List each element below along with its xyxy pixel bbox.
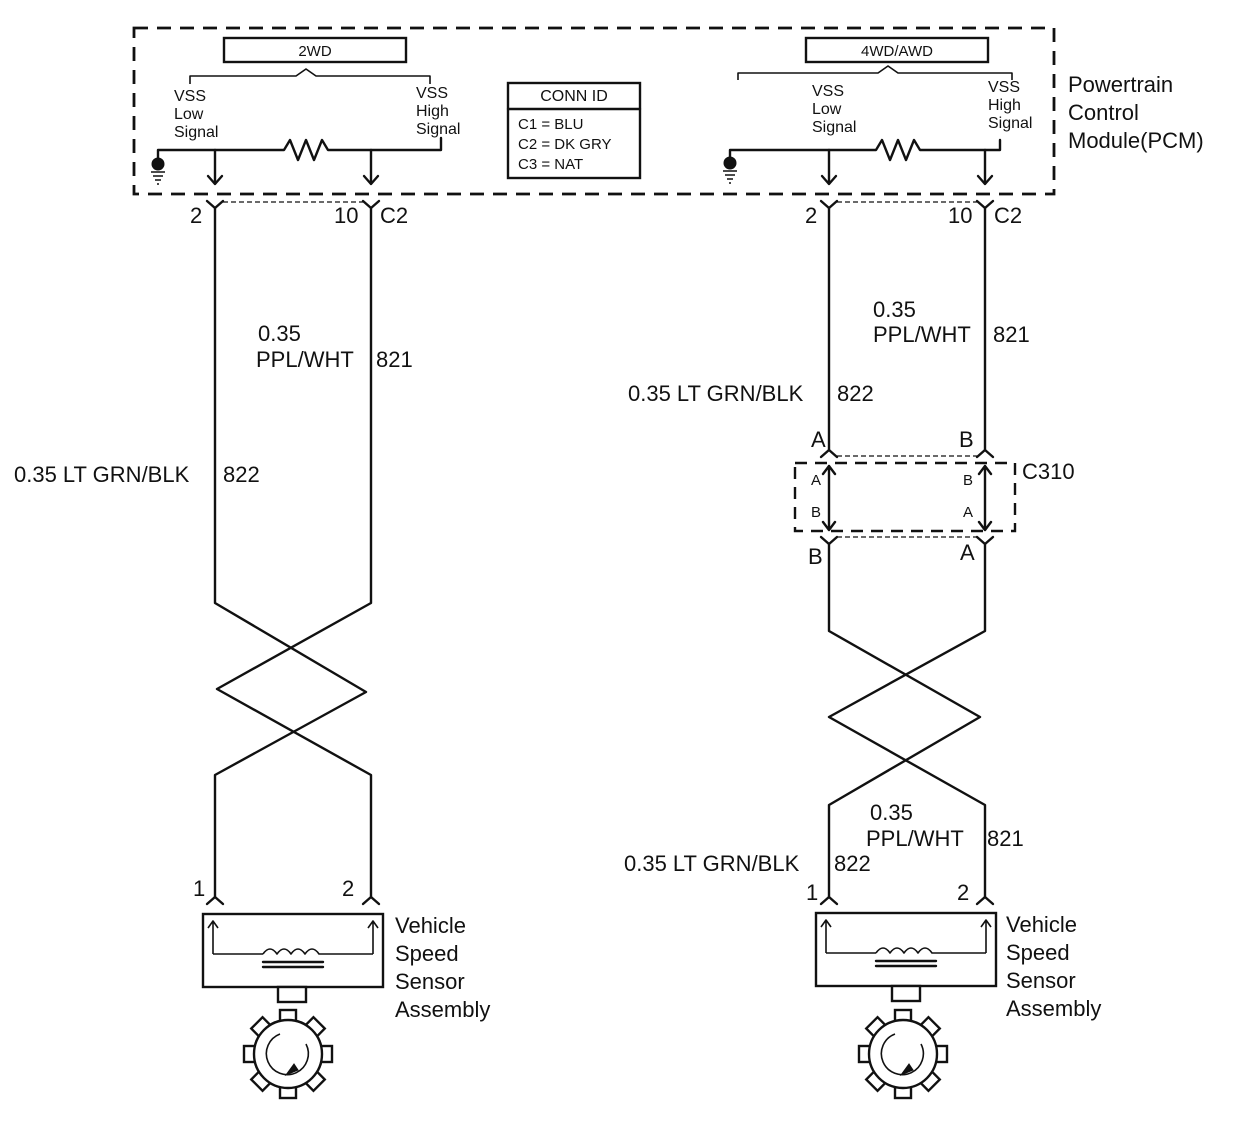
- wire-821-size-bottom-4wd: 0.35: [870, 800, 913, 825]
- sensor-pin-2-2wd: 2: [342, 876, 354, 901]
- wire-822-circuit-top-4wd: 822: [837, 381, 874, 406]
- c310-inner-right-bottom: A: [963, 504, 973, 521]
- ground-icon: [151, 157, 165, 171]
- pin-high-4wd: 10: [948, 203, 972, 228]
- wire-822-label-bottom-4wd: 0.35 LT GRN/BLK: [624, 851, 800, 876]
- vss-low-label-line-2: Low: [174, 106, 204, 123]
- wire-821-color-top-4wd: PPL/WHT: [873, 322, 971, 347]
- wire-821-circuit-2wd: 821: [376, 347, 413, 372]
- vss-low-label-line-1: VSS: [174, 88, 206, 105]
- wire-822-circuit-bottom-4wd: 822: [834, 851, 871, 876]
- c310-inner-right-top: B: [963, 472, 973, 489]
- connector-name-4wd: C2: [994, 203, 1022, 228]
- wire-821-color-bottom-4wd: PPL/WHT: [866, 826, 964, 851]
- vss-low-label-line-3-4wd: Signal: [812, 119, 856, 136]
- sensor-name-line-3-2wd: Sensor: [395, 969, 465, 994]
- pcm-internal-circuit-2wd: [156, 136, 443, 162]
- wire-821-circuit-top-4wd: 821: [993, 322, 1030, 347]
- variant-label-2wd: 2WD: [298, 43, 332, 60]
- vss-high-label-line-1-4wd: VSS: [988, 79, 1020, 96]
- reluctor-wheel-icon: [242, 1008, 334, 1100]
- variant-label-box-4wd: [804, 36, 990, 64]
- vss-high-label-line-3: Signal: [416, 121, 460, 138]
- sensor-coil-icon-4wd: [875, 947, 936, 954]
- ground-icon-4wd: [723, 156, 737, 170]
- reluctor-wheel-icon-4wd: [857, 1008, 949, 1100]
- variant-label-4wd: 4WD/AWD: [861, 43, 933, 60]
- variant-label-box-2wd: [222, 36, 408, 64]
- pcm-name-line-3: Module(PCM): [1068, 128, 1204, 153]
- wire-822-lower-4wd: [827, 542, 982, 899]
- wire-822-label-top-4wd: 0.35 LT GRN/BLK: [628, 381, 804, 406]
- wire-821-circuit-bottom-4wd: 821: [987, 826, 1024, 851]
- vss-low-label-line-2-4wd: Low: [812, 101, 842, 118]
- sensor-name-line-1-2wd: Vehicle: [395, 913, 466, 938]
- wire-822-2wd: [213, 206, 368, 899]
- c310-inner-left-top: A: [811, 472, 821, 489]
- sensor-name-line-2-4wd: Speed: [1006, 940, 1070, 965]
- wire-821-size-2wd: 0.35: [258, 321, 301, 346]
- sensor-name-line-4-2wd: Assembly: [395, 997, 490, 1022]
- right-4wd-circuit: 4WD/AWD VSS Low Signal VSS High Signal 2…: [624, 36, 1101, 1100]
- conn-id-title: CONN ID: [540, 88, 608, 105]
- c310-boundary: [793, 461, 1017, 533]
- sensor-name-line-1-4wd: Vehicle: [1006, 912, 1077, 937]
- sensor-pin-1-4wd: 1: [806, 880, 818, 905]
- pin-high-2wd: 10: [334, 203, 358, 228]
- vss-low-label-line-3: Signal: [174, 124, 218, 141]
- pin-low-4wd: 2: [805, 203, 817, 228]
- c310-outer-top-right: B: [959, 427, 974, 452]
- wire-821-lower-4wd: [827, 542, 987, 899]
- sensor-pin-2-4wd: 2: [957, 880, 969, 905]
- c310-name: C310: [1022, 459, 1075, 484]
- pcm-boundary: [132, 26, 1056, 196]
- pcm-name-line-2: Control: [1068, 100, 1139, 125]
- wire-821-2wd: [215, 206, 373, 899]
- sensor-coil-icon: [262, 948, 323, 955]
- c310-outer-top-left: A: [811, 427, 826, 452]
- connector-c310: A B A B B A C310 B A: [793, 427, 1075, 569]
- pcm-internal-circuit-4wd: [728, 138, 1002, 162]
- c310-inner-left-bottom: B: [811, 504, 821, 521]
- wire-821-size-top-4wd: 0.35: [873, 297, 916, 322]
- sensor-name-line-4-4wd: Assembly: [1006, 996, 1101, 1021]
- c310-outer-bottom-right: A: [960, 540, 975, 565]
- connector-name-2wd: C2: [380, 203, 408, 228]
- wire-822-label-2wd: 0.35 LT GRN/BLK: [14, 462, 190, 487]
- sensor-pin-1-2wd: 1: [193, 876, 205, 901]
- pcm-name-line-1: Powertrain: [1068, 72, 1173, 97]
- pin-low-2wd: 2: [190, 203, 202, 228]
- wire-822-circuit-2wd: 822: [223, 462, 260, 487]
- c310-outer-bottom-left: B: [808, 544, 823, 569]
- vss-high-label-line-2: High: [416, 103, 449, 120]
- vss-high-label-line-1: VSS: [416, 85, 448, 102]
- sensor-name-line-3-4wd: Sensor: [1006, 968, 1076, 993]
- wire-821-color-2wd: PPL/WHT: [256, 347, 354, 372]
- conn-id-row-c2: C2 = DK GRY: [518, 136, 612, 153]
- conn-id-table: CONN ID C1 = BLU C2 = DK GRY C3 = NAT: [506, 81, 642, 180]
- vss-high-label-line-3-4wd: Signal: [988, 115, 1032, 132]
- left-2wd-circuit: 2WD VSS Low Signal VSS High Signal 2 10 …: [14, 36, 490, 1100]
- sensor-name-line-2-2wd: Speed: [395, 941, 459, 966]
- conn-id-row-c1: C1 = BLU: [518, 116, 583, 133]
- vss-high-label-line-2-4wd: High: [988, 97, 1021, 114]
- conn-id-row-c3: C3 = NAT: [518, 156, 583, 173]
- vss-low-label-line-1-4wd: VSS: [812, 83, 844, 100]
